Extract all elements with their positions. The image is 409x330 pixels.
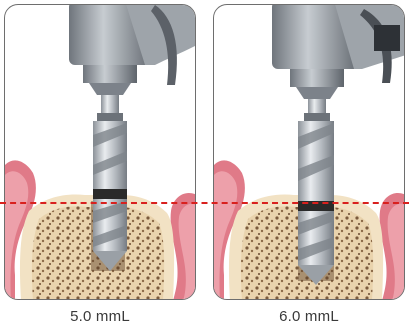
drill-panel-5mm — [4, 4, 196, 300]
drill-illustration-5mm — [5, 5, 196, 300]
handpiece-icon — [69, 5, 196, 95]
depth-line-icon — [0, 202, 409, 204]
caption-5mm: 5.0 mmL — [4, 308, 196, 325]
drill-illustration-6mm — [214, 5, 405, 300]
twist-drill-icon — [298, 99, 334, 285]
twist-drill-icon — [93, 95, 127, 271]
drill-panel-6mm — [213, 4, 405, 300]
caption-6mm: 6.0 mmL — [213, 308, 405, 325]
handpiece-icon — [272, 5, 405, 99]
